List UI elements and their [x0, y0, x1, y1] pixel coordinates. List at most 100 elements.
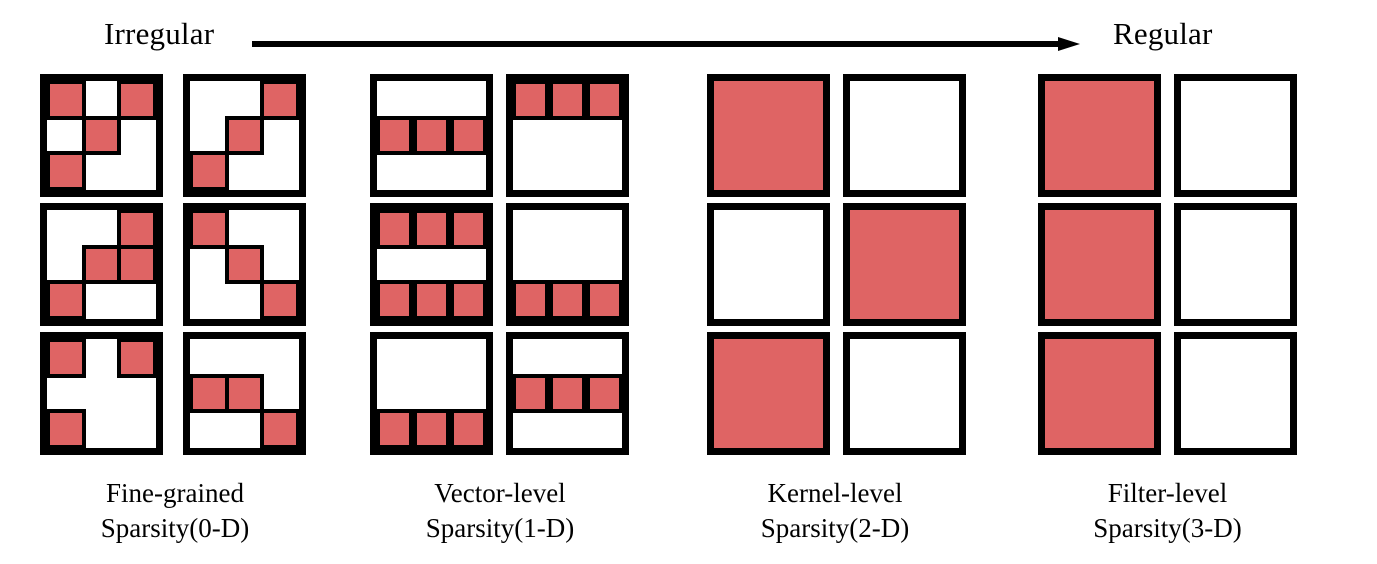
cell-r2-c1-inactive: [82, 151, 122, 191]
cell-r1-c2-inactive: [117, 374, 157, 414]
vector-cell-1: [413, 209, 450, 250]
caption-line-1: Vector-level: [434, 478, 566, 508]
cell-r0-c2-active: [116, 80, 157, 121]
vector-cell-2: [449, 115, 487, 156]
cell-r1-c1-inactive: [82, 374, 122, 414]
cell-r0-c2-active: [116, 209, 157, 250]
caption-line-1: Fine-grained: [106, 478, 244, 508]
sparsity-group-filter-level: [1038, 74, 1297, 455]
cell-r1-c2-inactive: [260, 116, 300, 156]
vector-cell-2: [585, 373, 623, 414]
caption-line-2: Sparsity(3-D): [1093, 513, 1242, 543]
cell-r1-c2-inactive: [260, 374, 300, 414]
caption-line-2: Sparsity(2-D): [760, 513, 910, 543]
vector-cell-2: [585, 80, 623, 121]
cell-grid: [189, 338, 300, 449]
matrix-grid: [1038, 74, 1297, 455]
matrix-grid: [707, 74, 966, 455]
matrix-fine-grained-r1-c0: [40, 203, 163, 326]
cell-grid: [512, 339, 623, 448]
cell-grid: [512, 210, 623, 320]
matrix-filter-level-r2-c1: [1174, 332, 1297, 455]
cell-r2-c2-active: [259, 408, 300, 449]
right-arrow-icon: [252, 37, 1080, 51]
cell-r0-c2-inactive: [260, 338, 300, 378]
axis-label-regular: Regular: [1113, 16, 1213, 51]
vector-row-0-active: [376, 209, 487, 250]
matrix-grid: [370, 74, 629, 455]
cell-r2-c1-inactive: [225, 151, 265, 191]
vector-row-2-active: [376, 279, 487, 320]
cell-r0-c1-inactive: [82, 338, 122, 378]
matrix-fine-grained-r2-c1: [183, 332, 306, 455]
vector-cell-0: [376, 115, 414, 156]
cell-grid: [189, 209, 300, 320]
vector-row-0-active: [512, 80, 623, 121]
cell-r2-c0-active: [46, 150, 87, 191]
caption-line-2: Sparsity(0-D): [100, 513, 250, 543]
cell-r1-c2-active: [116, 244, 157, 285]
matrix-filter-level-r1-c0: [1038, 203, 1161, 326]
matrix-fine-grained-r1-c1: [183, 203, 306, 326]
cell-r0-c1-inactive: [225, 80, 265, 120]
matrix-filter-level-r0-c1: [1174, 74, 1297, 197]
cell-r1-c0-inactive: [46, 245, 86, 285]
vector-cell-1: [549, 279, 586, 320]
cell-r2-c2-active: [259, 279, 300, 320]
granularity-axis-header: Irregular Regular: [0, 8, 1377, 64]
cell-r1-c0-inactive: [46, 116, 86, 156]
matrix-vector-level-r2-c1: [506, 332, 629, 455]
cell-grid: [46, 80, 157, 191]
matrix-fine-grained-r0-c1: [183, 74, 306, 197]
vector-cell-0: [512, 279, 550, 320]
cell-r0-c2-active: [116, 338, 157, 379]
matrix-vector-level-r1-c0: [370, 203, 493, 326]
cell-r1-c2-inactive: [117, 116, 157, 156]
cell-grid: [376, 81, 487, 190]
vector-cell-2: [449, 279, 487, 320]
cell-r0-c1-inactive: [225, 338, 265, 378]
sparsity-group-fine-grained: [40, 74, 306, 455]
matrix-fine-grained-r2-c0: [40, 332, 163, 455]
matrix-kernel-level-r2-c1: [843, 332, 966, 455]
matrix-kernel-level-r0-c1: [843, 74, 966, 197]
matrix-filter-level-r0-c0: [1038, 74, 1161, 197]
arrow-shaft: [252, 41, 1062, 47]
vector-row-1-active: [376, 115, 487, 156]
cell-r0-c2-active: [259, 80, 300, 121]
sparsity-group-kernel-level: [707, 74, 966, 455]
cell-r0-c0-inactive: [189, 80, 229, 120]
matrix-kernel-level-r1-c0: [707, 203, 830, 326]
matrix-vector-level-r2-c0: [370, 332, 493, 455]
cell-r2-c0-active: [46, 279, 87, 320]
cell-r1-c2-inactive: [260, 245, 300, 285]
cell-r2-c2-inactive: [260, 151, 300, 191]
vector-cell-0: [512, 373, 550, 414]
caption-line-1: Filter-level: [1107, 478, 1228, 508]
cell-grid: [512, 80, 623, 190]
matrix-filter-level-r2-c0: [1038, 332, 1161, 455]
caption-fine-grained: Fine-grained Sparsity(0-D): [30, 476, 320, 546]
cell-r1-c0-inactive: [46, 374, 86, 414]
vector-cell-2: [449, 209, 487, 250]
matrix-filter-level-r1-c1: [1174, 203, 1297, 326]
caption-filter-level: Filter-level Sparsity(3-D): [1020, 476, 1315, 546]
cell-r1-c1-active: [81, 115, 122, 156]
matrix-kernel-level-r0-c0: [707, 74, 830, 197]
cell-r2-c1-inactive: [225, 409, 265, 449]
cell-r2-c0-active: [46, 408, 87, 449]
cell-r2-c1-inactive: [82, 280, 122, 320]
cell-r0-c0-active: [46, 80, 87, 121]
cell-r2-c0-active: [189, 150, 230, 191]
axis-label-irregular: Irregular: [104, 16, 215, 51]
cell-r1-c1-active: [224, 115, 265, 156]
matrix-fine-grained-r0-c0: [40, 74, 163, 197]
cell-r0-c0-inactive: [46, 209, 86, 249]
caption-vector-level: Vector-level Sparsity(1-D): [355, 476, 645, 546]
matrix-vector-level-r0-c0: [370, 74, 493, 197]
caption-line-2: Sparsity(1-D): [425, 513, 575, 543]
vector-cell-0: [376, 408, 414, 449]
cell-r0-c1-inactive: [82, 209, 122, 249]
